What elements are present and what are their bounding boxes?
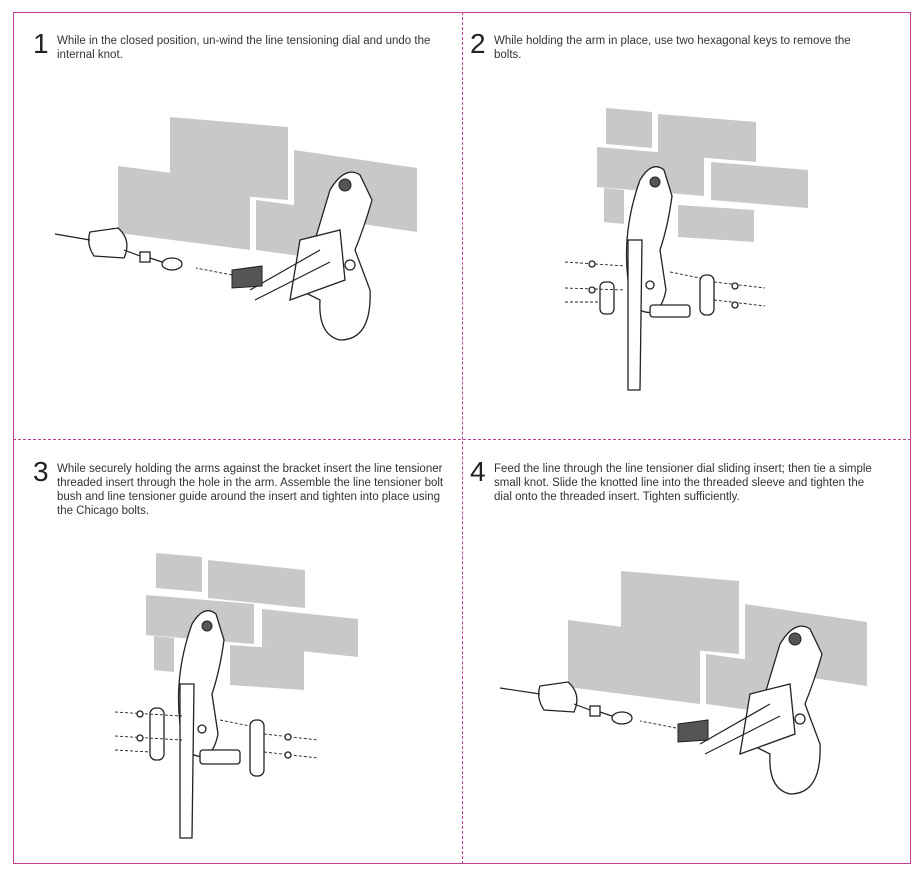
tensioner-insert-assembly <box>114 707 319 777</box>
line-tensioner-dial <box>499 681 709 743</box>
horizontal-cut-line <box>13 439 911 440</box>
bracket-arm <box>699 625 823 795</box>
bolts-and-guides <box>564 260 766 318</box>
bracket-arm <box>249 171 373 341</box>
step-number: 3 <box>33 456 49 487</box>
bracket-arm <box>177 610 225 839</box>
step-instruction: While in the closed position, un-wind th… <box>57 35 431 61</box>
step-instruction: While securely holding the arms against … <box>57 463 444 517</box>
brick-wall <box>597 108 808 242</box>
step-number: 2 <box>470 28 486 59</box>
step-instruction: Feed the line through the line tensioner… <box>494 463 872 503</box>
step-number: 1 <box>33 28 49 59</box>
line-tensioner-dial <box>54 227 263 289</box>
vertical-cut-line <box>462 12 463 864</box>
step-number: 4 <box>470 456 486 487</box>
bracket-arm <box>625 166 673 391</box>
step-instruction: While holding the arm in place, use two … <box>494 35 851 61</box>
brick-wall <box>568 571 867 714</box>
